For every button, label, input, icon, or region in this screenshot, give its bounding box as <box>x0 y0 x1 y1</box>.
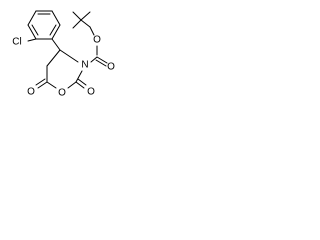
bond <box>80 19 91 28</box>
chemical-structure: O O Cl N O O <box>12 10 115 99</box>
ester-oxygen-label: O <box>93 35 101 46</box>
bond <box>95 59 107 67</box>
carbonyl-oxygen-left-label: O <box>27 87 35 98</box>
bond <box>89 26 95 36</box>
bond <box>46 49 61 67</box>
bond <box>77 78 87 86</box>
bond <box>46 81 57 89</box>
bond <box>27 10 37 26</box>
bond <box>80 11 91 21</box>
chlorophenyl-ring: Cl <box>12 10 61 48</box>
bond <box>59 49 79 63</box>
bond <box>49 24 57 36</box>
bond <box>67 81 77 89</box>
oxazinane-dione-ring: N O O O <box>27 38 95 99</box>
ring-nitrogen-label: N <box>81 60 88 71</box>
chlorine-label: Cl <box>12 37 21 48</box>
bond <box>96 56 108 64</box>
carbonyl-oxygen-right-label: O <box>87 87 95 98</box>
bond <box>37 81 48 89</box>
bond <box>90 56 98 63</box>
carbamate-carbonyl-oxygen-label: O <box>107 62 115 73</box>
bond <box>72 19 82 29</box>
bond <box>72 11 82 21</box>
bond <box>51 38 61 51</box>
bond <box>75 70 83 83</box>
boc-carbamate-group: O O <box>90 35 115 73</box>
bond <box>51 24 61 40</box>
bond <box>75 81 85 89</box>
bond <box>35 78 46 86</box>
ring-oxygen-label: O <box>58 88 66 99</box>
bond <box>51 10 61 26</box>
bond <box>27 38 37 42</box>
tert-butyl-group <box>72 11 95 36</box>
bond <box>31 24 39 36</box>
bond <box>27 24 37 40</box>
